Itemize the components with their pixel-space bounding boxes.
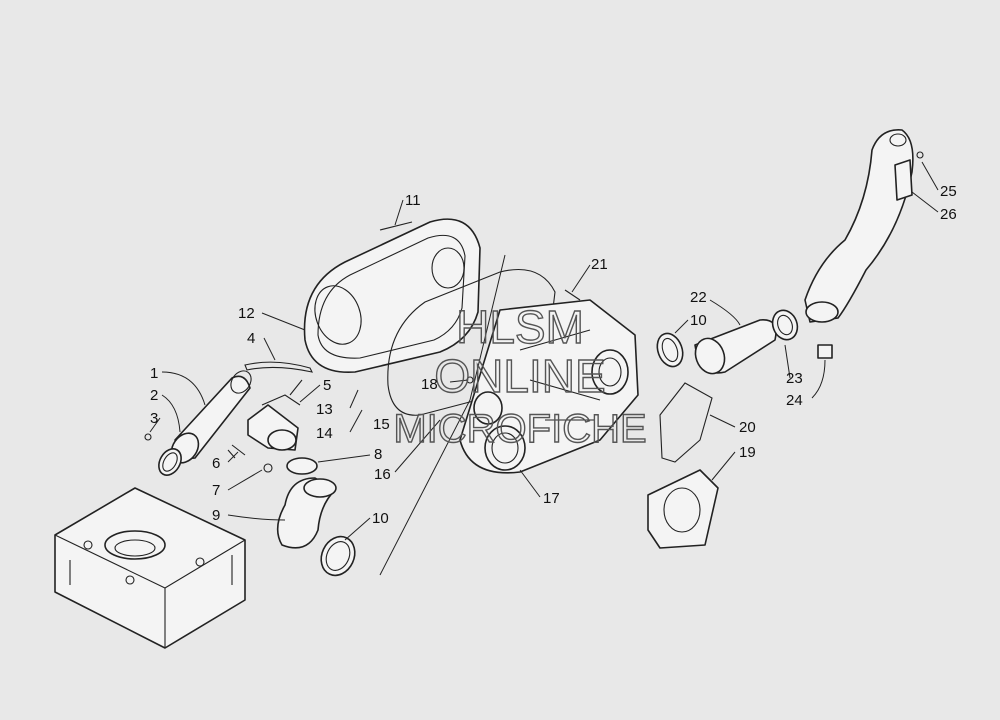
callout-21: 21 <box>591 256 608 273</box>
callout-labels: 1 2 3 4 5 6 7 8 9 10 10 11 12 13 14 15 1… <box>150 183 957 527</box>
callout-13: 13 <box>316 401 333 418</box>
watermark-line2: ONLINE <box>434 350 605 402</box>
callout-1: 1 <box>150 365 158 382</box>
clamp-23 <box>771 309 799 341</box>
callout-10-right: 10 <box>690 312 707 329</box>
callout-7: 7 <box>212 482 220 499</box>
watermark-line3: MICROFICHE <box>393 407 646 451</box>
bracket-6 <box>227 444 246 459</box>
airbox-base <box>54 487 246 649</box>
callout-11: 11 <box>405 192 421 209</box>
screw-21 <box>564 289 581 301</box>
adapter-5 <box>247 379 303 451</box>
callout-9: 9 <box>212 507 220 524</box>
plate-19 <box>647 469 719 549</box>
callout-23: 23 <box>786 370 803 387</box>
callout-17: 17 <box>543 490 560 507</box>
callout-20: 20 <box>739 419 756 436</box>
screw-3 <box>144 433 152 441</box>
callout-24: 24 <box>786 392 803 409</box>
hose-clamp <box>158 448 182 476</box>
clamp-10-left <box>320 535 356 577</box>
callout-5: 5 <box>323 377 331 394</box>
exhaust-pipe <box>804 129 914 323</box>
watermark-line1: HLSM <box>456 301 584 353</box>
callout-10-left: 10 <box>372 510 389 527</box>
ring-8 <box>286 457 318 475</box>
callout-18: 18 <box>421 376 438 393</box>
elbow-9 <box>276 477 337 549</box>
screw-7 <box>263 463 273 473</box>
callout-22: 22 <box>690 289 707 306</box>
callout-6: 6 <box>212 455 220 472</box>
gasket-15 <box>387 268 556 416</box>
callout-2: 2 <box>150 387 158 404</box>
callout-12: 12 <box>238 305 255 322</box>
callout-15: 15 <box>373 416 390 433</box>
bolt-25 <box>916 151 924 159</box>
callout-26: 26 <box>940 206 957 223</box>
outer-cover-12 <box>303 218 481 373</box>
cable-tie <box>244 361 314 373</box>
duct-22 <box>694 319 777 375</box>
callout-19: 19 <box>739 444 756 461</box>
callout-25: 25 <box>940 183 957 200</box>
callout-8: 8 <box>374 446 382 463</box>
leader-lines <box>149 161 939 576</box>
clamp-10-right <box>656 332 684 368</box>
watermark: HLSM ONLINE MICROFICHE <box>393 300 648 451</box>
screw-11 <box>379 221 413 231</box>
callout-3: 3 <box>150 410 158 427</box>
callout-16: 16 <box>374 466 391 483</box>
gasket-20 <box>659 382 713 463</box>
inner-cover-17 <box>459 299 639 474</box>
grommet-24 <box>817 344 833 359</box>
callout-14: 14 <box>316 425 333 442</box>
callout-4: 4 <box>247 330 255 347</box>
